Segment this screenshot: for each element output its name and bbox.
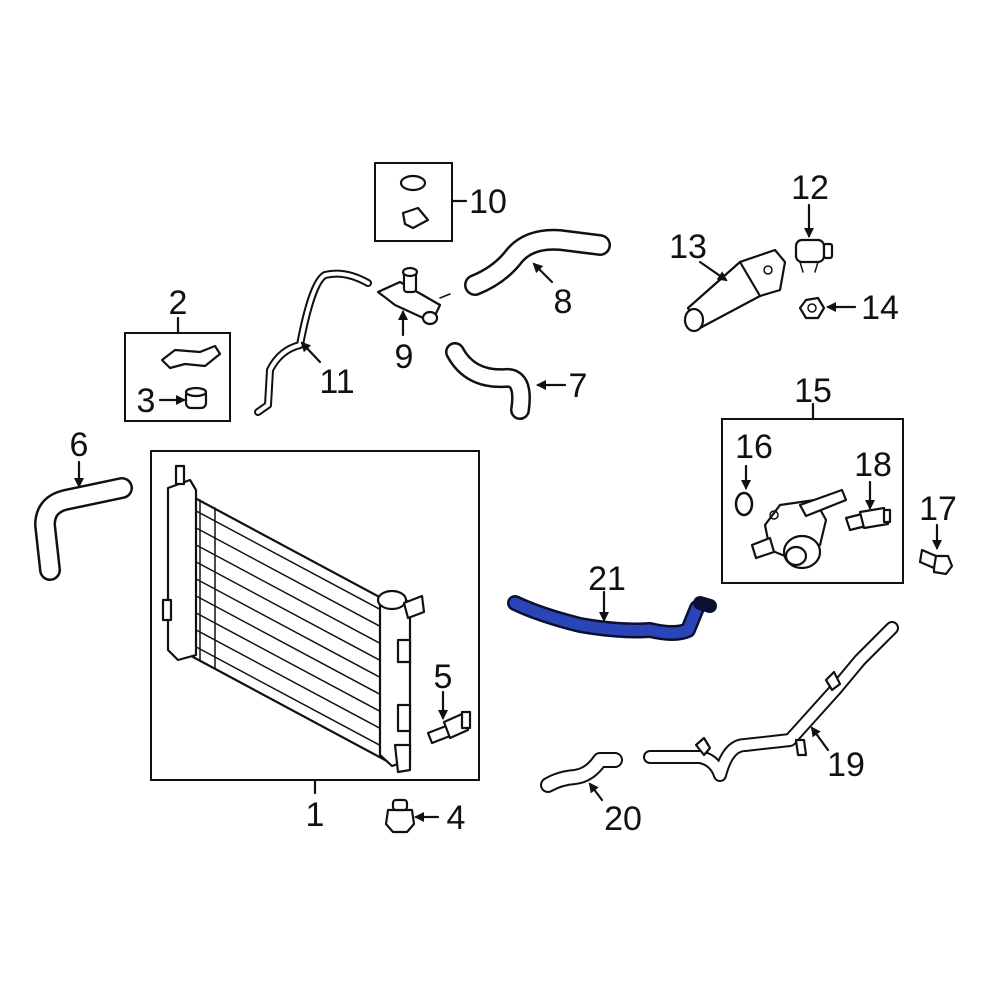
radiator-left-neck — [174, 464, 186, 486]
hose-part-20[interactable] — [540, 752, 623, 793]
radiator-part-1[interactable] — [150, 450, 480, 781]
tube-part-11[interactable] — [254, 269, 372, 416]
leader-8 — [532, 262, 554, 284]
callout-8: 8 — [554, 283, 573, 321]
gasket-part-16[interactable] — [734, 491, 754, 517]
callout-18: 18 — [854, 446, 892, 484]
radiator-bottom-lug — [393, 743, 412, 774]
callout-1: 1 — [306, 796, 325, 834]
callout-2: 2 — [169, 284, 188, 322]
thermostat-part-12[interactable] — [794, 238, 834, 273]
callout-10: 10 — [469, 183, 507, 221]
sensor-part-18[interactable] — [844, 506, 892, 532]
radiator-outlet — [402, 594, 426, 620]
callout-7: 7 — [569, 367, 588, 405]
radiator-fins — [184, 499, 386, 749]
callout-5: 5 — [434, 658, 453, 696]
callout-20: 20 — [604, 800, 642, 838]
connector-part-9[interactable] — [376, 266, 451, 326]
leader-20 — [588, 782, 604, 802]
water-outlet-part-15[interactable] — [750, 488, 848, 570]
callout-12: 12 — [791, 169, 829, 207]
callout-9: 9 — [395, 338, 414, 376]
clamp-group-box — [374, 162, 453, 242]
sensor-part-5[interactable] — [426, 710, 472, 745]
hose-part-6[interactable] — [34, 477, 133, 581]
callout-15: 15 — [794, 372, 832, 410]
cap-part-10[interactable] — [399, 174, 430, 230]
radiator-left-lug — [161, 598, 173, 622]
hose-part-8[interactable] — [464, 228, 611, 296]
leader-19 — [810, 726, 830, 752]
hose-part-7[interactable] — [445, 342, 531, 420]
nut-part-14[interactable] — [798, 296, 826, 320]
bolt-part-17[interactable] — [918, 548, 954, 576]
pipe-part-19[interactable] — [643, 621, 899, 782]
callout-19: 19 — [827, 746, 865, 784]
callout-3: 3 — [137, 382, 156, 420]
housing-part-13[interactable] — [683, 248, 787, 333]
callout-17: 17 — [919, 490, 957, 528]
callout-14: 14 — [861, 289, 899, 327]
callout-11: 11 — [319, 363, 354, 401]
cushion-part-3[interactable] — [184, 386, 208, 410]
callout-16: 16 — [735, 428, 773, 466]
radiator-right-tank — [378, 592, 412, 768]
mounting-bracket-part-2[interactable] — [160, 344, 222, 370]
callout-6: 6 — [70, 426, 89, 464]
leader-11 — [300, 341, 322, 364]
radiator-bracket-a — [396, 638, 412, 664]
radiator-bracket-b — [396, 703, 412, 733]
hose-part-21-highlighted[interactable] — [507, 595, 717, 641]
leader-13 — [698, 260, 728, 282]
callout-4: 4 — [447, 799, 466, 837]
callout-13: 13 — [669, 228, 707, 266]
radiator-left-tank — [166, 478, 198, 662]
radiator-filler-neck — [376, 589, 408, 611]
callout-21: 21 — [588, 560, 626, 598]
drain-plug-part-4[interactable] — [384, 798, 416, 834]
